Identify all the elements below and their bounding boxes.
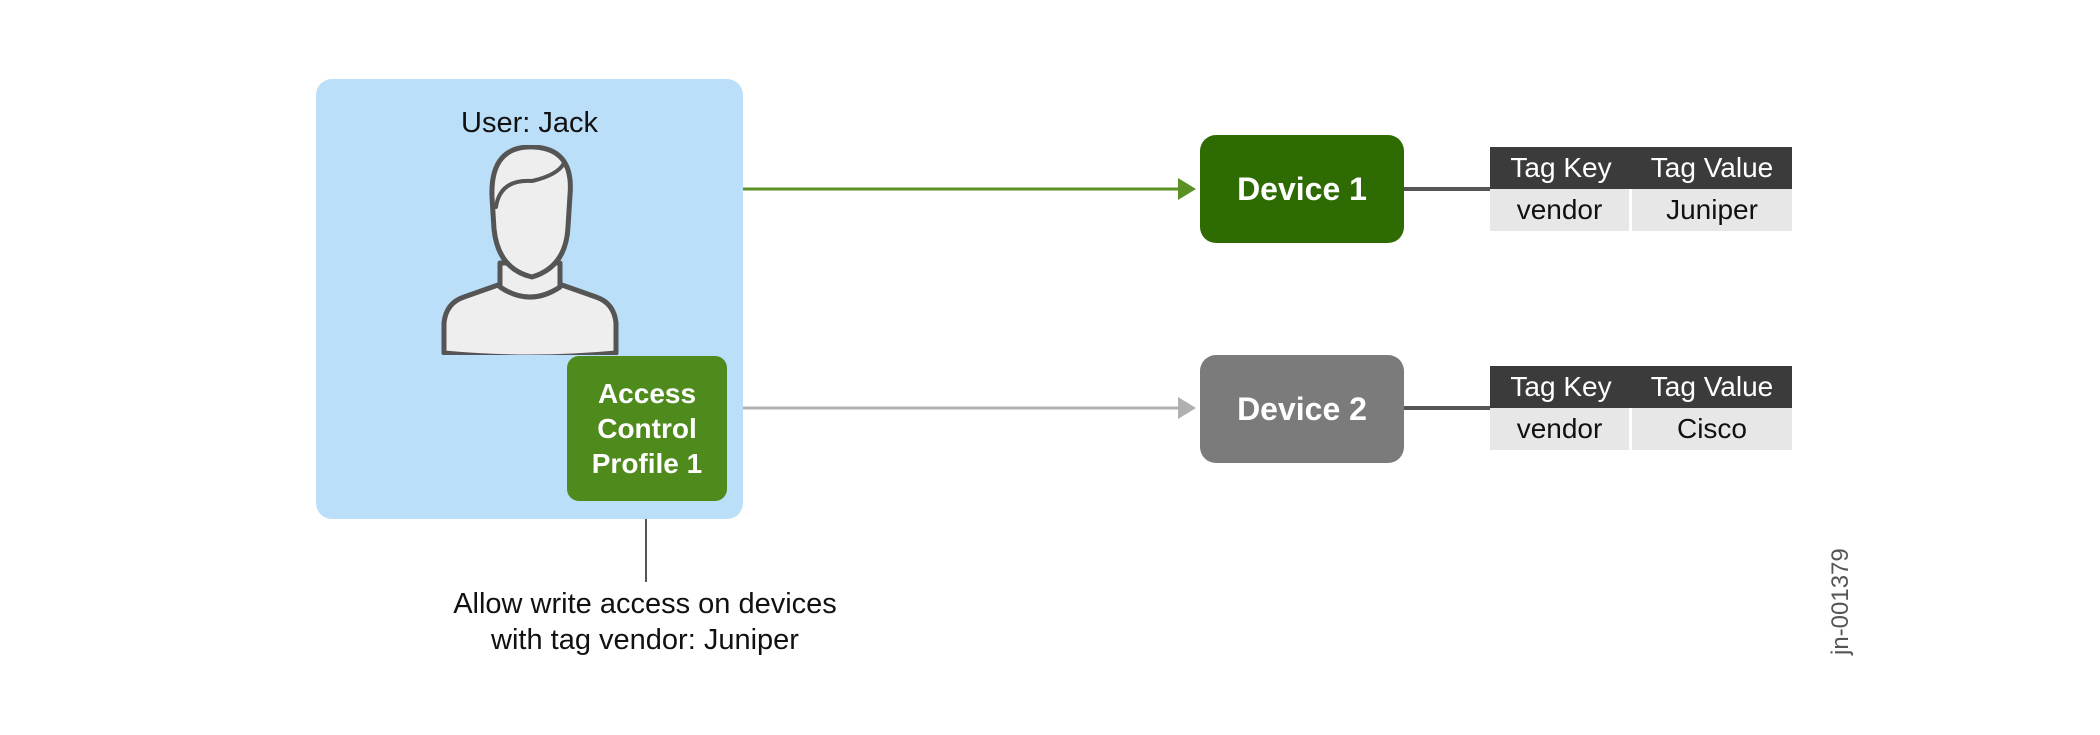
- tag-key-cell: vendor: [1490, 408, 1632, 450]
- tag-key-cell: vendor: [1490, 189, 1632, 231]
- acp-label-line-2: Control: [597, 413, 697, 444]
- tag-key-header: Tag Key: [1510, 371, 1612, 402]
- user-panel: User: Jack Access Control Profile 1: [316, 79, 743, 519]
- device-2-node: Device 2: [1200, 355, 1404, 463]
- tag-table-row: vendor Cisco: [1490, 408, 1792, 450]
- tag-key-header: Tag Key: [1510, 152, 1612, 183]
- acp-label-line-3: Profile 1: [591, 448, 703, 479]
- arrowhead-device-1: [1178, 178, 1196, 200]
- policy-caption: Allow write access on devices with tag v…: [420, 586, 870, 658]
- tag-value-cell: Cisco: [1632, 408, 1792, 450]
- device-1-node: Device 1: [1200, 135, 1404, 243]
- device-2-tag-table: Tag Key Tag Value vendor Cisco: [1490, 366, 1792, 450]
- tag-table-row: vendor Juniper: [1490, 189, 1792, 231]
- arrowhead-device-2: [1178, 397, 1196, 419]
- access-control-profile-box: Access Control Profile 1: [567, 356, 727, 501]
- tag-value-header: Tag Value: [1650, 152, 1774, 183]
- caption-line-2: with tag vendor: Juniper: [491, 624, 799, 656]
- user-label: User: Jack: [461, 107, 598, 139]
- tag-value-header: Tag Value: [1650, 371, 1774, 402]
- person-icon: [441, 145, 619, 355]
- device-1-tag-table: Tag Key Tag Value vendor Juniper: [1490, 147, 1792, 231]
- tag-value-cell: Juniper: [1632, 189, 1792, 231]
- tag-table-header: Tag Key Tag Value: [1490, 366, 1792, 408]
- acp-label-line-1: Access: [597, 378, 697, 409]
- tag-table-header: Tag Key Tag Value: [1490, 147, 1792, 189]
- figure-id: jn-001379: [1827, 548, 1854, 655]
- caption-line-1: Allow write access on devices: [453, 588, 837, 620]
